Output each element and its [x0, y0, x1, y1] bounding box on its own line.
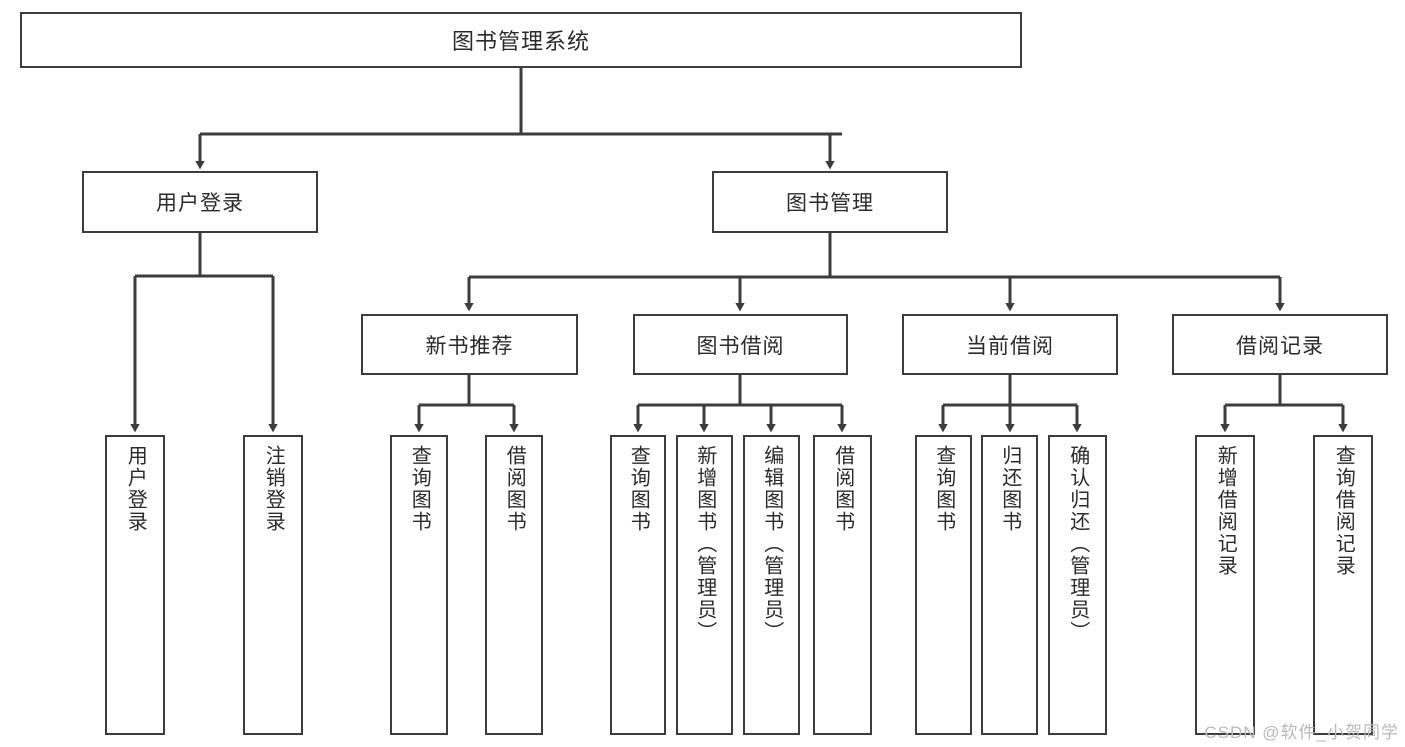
node-root-title[interactable]: 图书管理系统: [20, 12, 1022, 68]
leaf-current-return-book[interactable]: 归还图书: [981, 435, 1038, 735]
node-current-borrow[interactable]: 当前借阅: [902, 314, 1118, 375]
leaf-user-logout[interactable]: 注销登录: [243, 435, 303, 735]
leaf-borrow-query-book[interactable]: 查询图书: [610, 435, 666, 735]
leaf-current-confirm-return-admin[interactable]: 确认归还（管理员）: [1048, 435, 1107, 735]
node-borrow-record[interactable]: 借阅记录: [1172, 314, 1388, 375]
leaf-current-query-book[interactable]: 查询图书: [915, 435, 972, 735]
leaf-record-query-borrow-record[interactable]: 查询借阅记录: [1313, 435, 1373, 735]
leaf-newbook-borrow-book[interactable]: 借阅图书: [485, 435, 543, 735]
node-user-login[interactable]: 用户登录: [82, 171, 318, 233]
leaf-newbook-query-book[interactable]: 查询图书: [390, 435, 448, 735]
leaf-borrow-borrow-book[interactable]: 借阅图书: [813, 435, 872, 735]
leaf-record-add-borrow-record[interactable]: 新增借阅记录: [1195, 435, 1255, 735]
node-new-book-recommend[interactable]: 新书推荐: [361, 314, 578, 375]
node-book-borrow[interactable]: 图书借阅: [633, 314, 848, 375]
node-book-management[interactable]: 图书管理: [712, 171, 948, 233]
leaf-borrow-edit-book-admin[interactable]: 编辑图书（管理员）: [743, 435, 800, 735]
leaf-borrow-add-book-admin[interactable]: 新增图书（管理员）: [676, 435, 733, 735]
watermark-text: CSDN @软件_小贺同学: [1204, 723, 1399, 742]
leaf-user-login[interactable]: 用户登录: [105, 435, 165, 735]
